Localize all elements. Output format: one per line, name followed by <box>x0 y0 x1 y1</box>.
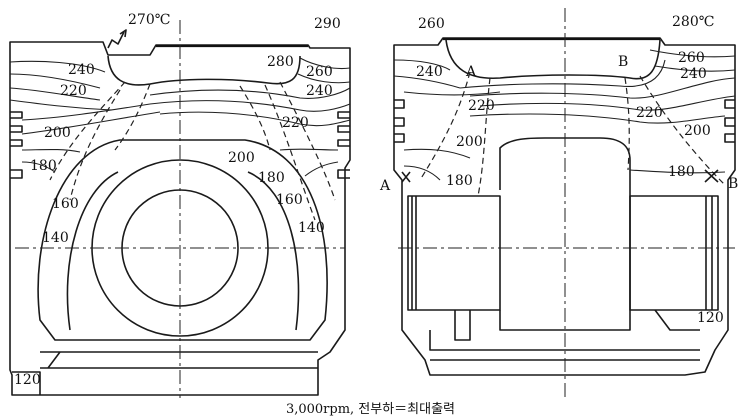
label-220-right: 220 <box>282 115 309 131</box>
label-240-left: 240 <box>416 64 443 80</box>
label-point-b: B <box>618 54 628 70</box>
label-240-left: 240 <box>68 62 95 78</box>
left-inner-arch-inner <box>66 171 300 331</box>
left-heat-flow-dashes <box>49 81 336 221</box>
right-pin-boss <box>499 137 631 331</box>
label-260-top: 260 <box>418 16 445 32</box>
label-140-right: 140 <box>298 220 325 236</box>
label-180-right: 180 <box>258 170 285 186</box>
label-240-right: 240 <box>680 66 707 82</box>
right-pin-left-edge <box>411 196 417 310</box>
right-temperature-labels: 260 280℃ 260 240 240 A B 220 220 200 200… <box>379 14 738 326</box>
label-260-right: 260 <box>306 64 333 80</box>
label-220-left: 220 <box>60 83 87 99</box>
label-160-left: 160 <box>52 196 79 212</box>
label-220-left: 220 <box>468 98 495 114</box>
right-marker-a-icon <box>401 171 411 183</box>
left-combustion-bowl <box>107 55 301 86</box>
label-120: 120 <box>697 310 724 326</box>
label-120: 120 <box>14 372 41 388</box>
left-temperature-labels: 270℃ 290 240 220 280 260 240 220 200 180… <box>14 12 341 388</box>
left-inner-arch <box>37 139 328 341</box>
left-skirt-corner <box>12 371 41 395</box>
right-combustion-bowl <box>445 39 661 80</box>
label-200-left: 200 <box>44 125 71 141</box>
label-280c: 280℃ <box>672 14 714 30</box>
label-180-left: 180 <box>446 173 473 189</box>
diagram-caption: 3,000rpm, 전부하＝최대출력 <box>285 402 456 417</box>
left-skirt-bottom <box>40 351 318 369</box>
label-side-a: A <box>379 178 391 194</box>
right-pin-bore-left <box>407 195 501 311</box>
label-200-right: 200 <box>684 123 711 139</box>
diagram-canvas: 270℃ 290 240 220 280 260 240 220 200 180… <box>9 8 738 398</box>
label-220-right: 220 <box>636 105 663 121</box>
right-pin-right-edge <box>705 196 713 310</box>
label-270c: 270℃ <box>128 12 170 28</box>
label-side-b: B <box>728 176 738 192</box>
label-180-right: 180 <box>668 164 695 180</box>
right-marker-b-icon <box>704 169 719 183</box>
label-240-right: 240 <box>306 83 333 99</box>
label-260-side: 260 <box>678 50 705 66</box>
label-200-right: 200 <box>228 150 255 166</box>
label-140-left: 140 <box>42 230 69 246</box>
label-160-right: 160 <box>276 192 303 208</box>
right-piston <box>393 8 736 398</box>
left-piston <box>9 20 351 398</box>
left-ring-grooves <box>10 111 350 179</box>
label-point-a: A <box>465 64 477 80</box>
right-pin-bore-right <box>629 195 719 311</box>
left-piston-outline <box>9 41 351 396</box>
label-180-left: 180 <box>30 158 57 174</box>
left-heat-arrow-icon <box>107 29 127 49</box>
left-isotherms <box>9 57 351 177</box>
label-200-left: 200 <box>456 134 483 150</box>
label-290: 290 <box>314 16 341 32</box>
label-280: 280 <box>267 54 294 70</box>
right-ring-grooves <box>394 99 735 143</box>
